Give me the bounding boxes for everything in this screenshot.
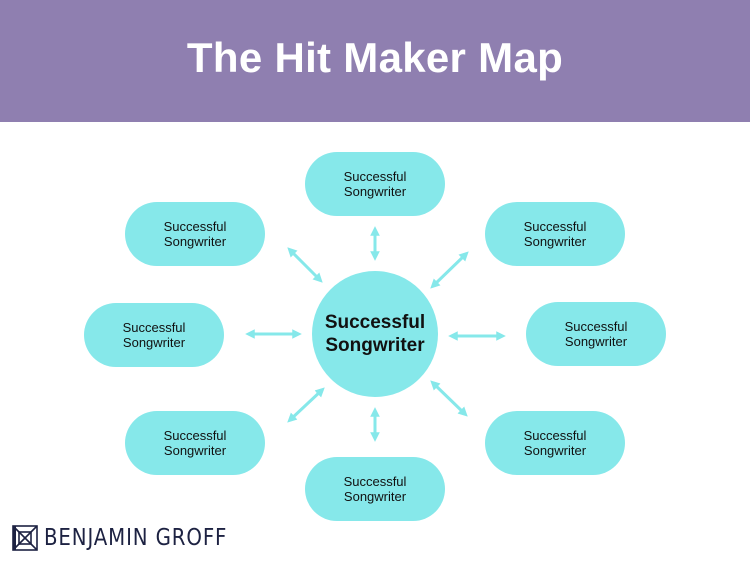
node-top-left: Successful Songwriter xyxy=(125,202,265,266)
node-right: Successful Songwriter xyxy=(526,302,666,366)
node-left-line1: Successful xyxy=(122,320,186,335)
node-top-left-line2: Songwriter xyxy=(163,234,227,249)
arrow-top-left xyxy=(287,247,323,283)
node-left-line2: Songwriter xyxy=(122,335,186,350)
header-banner: The Hit Maker Map xyxy=(0,0,750,122)
node-top-right-line1: Successful xyxy=(523,219,587,234)
center-node-line1: Successful xyxy=(324,312,426,333)
center-node-line2: Songwriter xyxy=(325,335,425,356)
arrow-bottom-right xyxy=(430,380,468,417)
node-bottom-left: Successful Songwriter xyxy=(125,411,265,475)
node-top: Successful Songwriter xyxy=(305,152,445,216)
node-bottom-left-line1: Successful xyxy=(163,428,227,443)
node-bottom-right: Successful Songwriter xyxy=(485,411,625,475)
node-top-line2: Songwriter xyxy=(343,184,407,199)
node-top-right-line2: Songwriter xyxy=(523,234,587,249)
node-top-line1: Successful xyxy=(343,169,407,184)
arrow-bottom-left xyxy=(287,387,325,423)
brand-logo: BENJAMIN GROFF xyxy=(12,524,257,552)
node-top-left-line1: Successful xyxy=(163,219,227,234)
logo-mark-icon xyxy=(12,525,38,551)
node-bottom-right-line2: Songwriter xyxy=(523,443,587,458)
logo-text: BENJAMIN GROFF xyxy=(44,525,228,551)
node-bottom-line2: Songwriter xyxy=(343,489,407,504)
node-bottom: Successful Songwriter xyxy=(305,457,445,521)
arrow-top-right xyxy=(430,251,469,289)
node-bottom-line1: Successful xyxy=(343,474,407,489)
node-bottom-right-line1: Successful xyxy=(523,428,587,443)
center-node: Successful Songwriter xyxy=(312,271,438,397)
node-top-right: Successful Songwriter xyxy=(485,202,625,266)
page-title: The Hit Maker Map xyxy=(186,34,564,81)
node-right-line1: Successful xyxy=(564,319,628,334)
node-left: Successful Songwriter xyxy=(84,303,224,367)
node-right-line2: Songwriter xyxy=(564,334,628,349)
node-bottom-left-line2: Songwriter xyxy=(163,443,227,458)
